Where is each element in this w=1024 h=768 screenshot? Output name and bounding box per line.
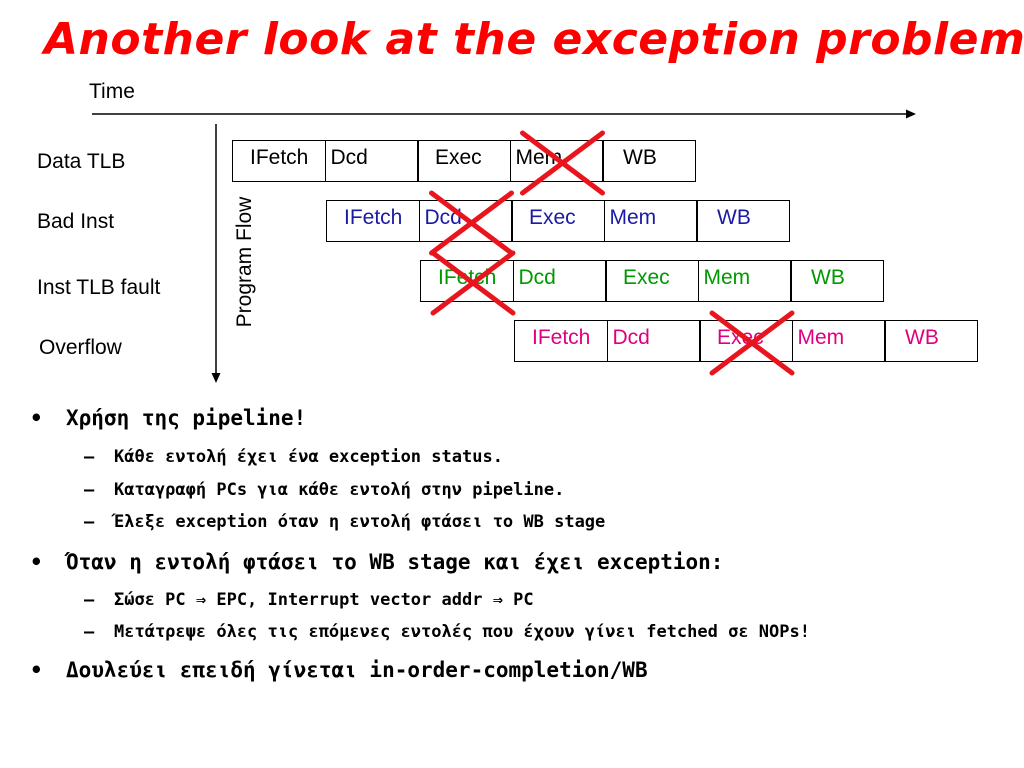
stage-wb: WB [790,260,884,302]
row-label-overflow: Overflow [39,336,122,359]
stage-wb: WB [602,140,696,182]
stage-mem: Mem [697,260,792,302]
stage-wb: WB [696,200,790,242]
stage-exec: Exec [511,200,605,242]
stage-exec: Exec [605,260,699,302]
row-label-inst-tlb-fault: Inst TLB fault [37,276,161,299]
stage-exec: Exec [417,140,511,182]
red-x-mark [430,250,516,316]
program-flow-arrowhead [211,373,221,383]
red-x-mark [429,190,514,256]
stage-mem: Mem [603,200,698,242]
stage-ifetch: IFetch [326,200,420,242]
pipeline-row-data-tlb: IFetch Dcd Exec Mem WB [232,140,696,182]
pipeline-row-bad-inst: IFetch Dcd Exec Mem WB [326,200,790,242]
stage-wb: WB [884,320,978,362]
row-label-data-tlb: Data TLB [37,150,126,173]
slide-title: Another look at the exception problem [44,14,1024,65]
stage-ifetch: IFetch [232,140,326,182]
stage-ifetch: IFetch [514,320,608,362]
stage-dcd: Dcd [324,140,419,182]
red-x-mark [520,130,605,196]
stage-dcd: Dcd [512,260,607,302]
stage-mem: Mem [791,320,886,362]
row-label-bad-inst: Bad Inst [37,210,115,233]
red-x-mark [709,310,795,376]
stage-dcd: Dcd [606,320,701,362]
time-arrowhead [906,109,916,119]
pipeline-row-overflow: IFetch Dcd Exec Mem WB [514,320,978,362]
time-label: Time [89,80,135,103]
